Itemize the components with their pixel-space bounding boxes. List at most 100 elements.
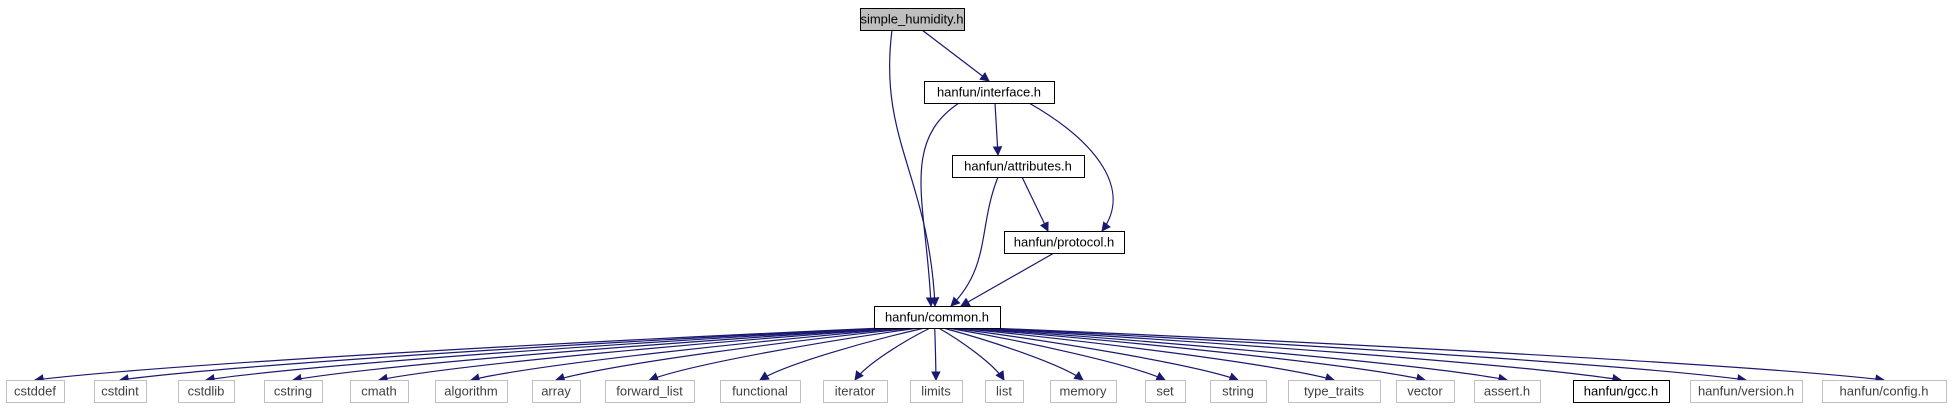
edge-common-to-cstddef (34, 327, 884, 384)
edges-layer (34, 29, 1885, 384)
edge-attributes-to-common (950, 176, 999, 307)
edge-common-to-algorithm (470, 327, 909, 383)
node-cstdlib: cstdlib (178, 380, 235, 403)
edge-common-to-cstring (292, 327, 899, 384)
node-box (924, 81, 1055, 104)
node-gcc[interactable]: hanfun/gcc.h (1573, 380, 1670, 403)
node-label: hanfun/common.h (885, 310, 989, 325)
node-functional: functional (720, 380, 801, 403)
edge-common-to-set (947, 327, 1166, 381)
edge-simple_humidity-to-interface (921, 29, 990, 82)
node-protocol[interactable]: hanfun/protocol.h (1004, 231, 1125, 254)
node-label: cstddef (14, 384, 56, 399)
node-box (1050, 380, 1117, 403)
node-common[interactable]: hanfun/common.h (874, 306, 1001, 329)
node-simple-humidity[interactable]: simple_humidity.h (860, 8, 965, 31)
node-label: vector (1407, 384, 1443, 399)
node-label: simple_humidity.h (860, 12, 963, 27)
edge-common-to-cstdint (119, 327, 889, 384)
edge-interface-to-attributes (992, 102, 1003, 156)
node-attributes[interactable]: hanfun/attributes.h (952, 155, 1085, 178)
node-box (1210, 380, 1267, 403)
node-box (823, 380, 888, 403)
edge-protocol-to-common (960, 252, 1055, 307)
node-label: array (541, 384, 571, 399)
node-label: functional (732, 384, 788, 399)
node-label: string (1222, 384, 1254, 399)
node-label: assert.h (1484, 384, 1530, 399)
node-cmath: cmath (350, 380, 409, 403)
node-label: hanfun/gcc.h (1584, 384, 1658, 399)
edge-common-to-assert (967, 327, 1508, 384)
node-label: hanfun/version.h (1698, 384, 1794, 399)
node-iterator: iterator (823, 380, 888, 403)
edge-attributes-to-protocol (1021, 176, 1049, 232)
node-box (350, 380, 409, 403)
node-label: hanfun/config.h (1840, 384, 1929, 399)
node-box (6, 380, 65, 403)
edge-common-to-array (555, 327, 914, 383)
edge-common-to-limits (931, 327, 941, 381)
edge-simple_humidity-to-common (888, 29, 940, 307)
node-label: hanfun/interface.h (937, 85, 1041, 100)
node-string: string (1210, 380, 1267, 403)
node-list: list (985, 380, 1024, 403)
node-forward-list: forward_list (605, 380, 695, 403)
node-label: memory (1060, 384, 1107, 399)
node-box (1145, 380, 1186, 403)
node-assert: assert.h (1474, 380, 1541, 403)
node-memory: memory (1050, 380, 1117, 403)
edge-common-to-cstdlib (205, 327, 894, 384)
node-label: forward_list (616, 384, 683, 399)
node-cstring: cstring (264, 380, 323, 403)
node-label: cstring (274, 384, 312, 399)
node-box (1474, 380, 1541, 403)
node-interface[interactable]: hanfun/interface.h (924, 81, 1055, 104)
edge-common-to-cmath (378, 327, 904, 384)
node-box (720, 380, 801, 403)
node-label: algorithm (444, 384, 497, 399)
node-label: type_traits (1304, 384, 1364, 399)
node-label: limits (921, 384, 951, 399)
node-label: cstdlib (188, 384, 225, 399)
edge-common-to-forward_list (648, 327, 919, 382)
node-box (985, 380, 1024, 403)
edge-interface-to-protocol (1028, 102, 1114, 232)
node-box (1690, 380, 1803, 403)
node-box (1288, 380, 1381, 403)
node-box (94, 380, 147, 403)
nodes-layer: simple_humidity.h hanfun/interface.h hanfu… (6, 8, 1947, 403)
node-label: cstdint (101, 384, 139, 399)
node-box (1573, 380, 1670, 403)
node-box (860, 8, 965, 31)
node-label: hanfun/attributes.h (964, 159, 1072, 174)
node-box (1822, 380, 1947, 403)
edge-common-to-vector (962, 327, 1426, 383)
node-label: cmath (361, 384, 396, 399)
node-limits: limits (910, 380, 963, 403)
edge-common-to-string (951, 327, 1239, 382)
node-config: hanfun/config.h (1822, 380, 1947, 403)
edge-common-to-functional (759, 327, 925, 381)
node-box (910, 380, 963, 403)
edge-common-to-gcc (973, 327, 1622, 384)
node-box (1004, 231, 1125, 254)
edge-common-to-version (980, 327, 1747, 384)
node-label: hanfun/protocol.h (1014, 235, 1114, 250)
node-vector: vector (1396, 380, 1455, 403)
node-label: iterator (835, 384, 876, 399)
node-type-traits: type_traits (1288, 380, 1381, 403)
edge-interface-to-common (920, 102, 960, 307)
node-algorithm: algorithm (435, 380, 508, 403)
edge-common-to-type_traits (957, 327, 1335, 383)
node-box (952, 155, 1085, 178)
node-cstddef: cstddef (6, 380, 65, 403)
node-box (532, 380, 581, 403)
node-box (1396, 380, 1455, 403)
node-box (264, 380, 323, 403)
node-cstdint: cstdint (94, 380, 147, 403)
edge-common-to-memory (942, 327, 1084, 381)
edge-common-to-config (988, 327, 1885, 384)
edge-common-to-iterator (854, 327, 931, 381)
